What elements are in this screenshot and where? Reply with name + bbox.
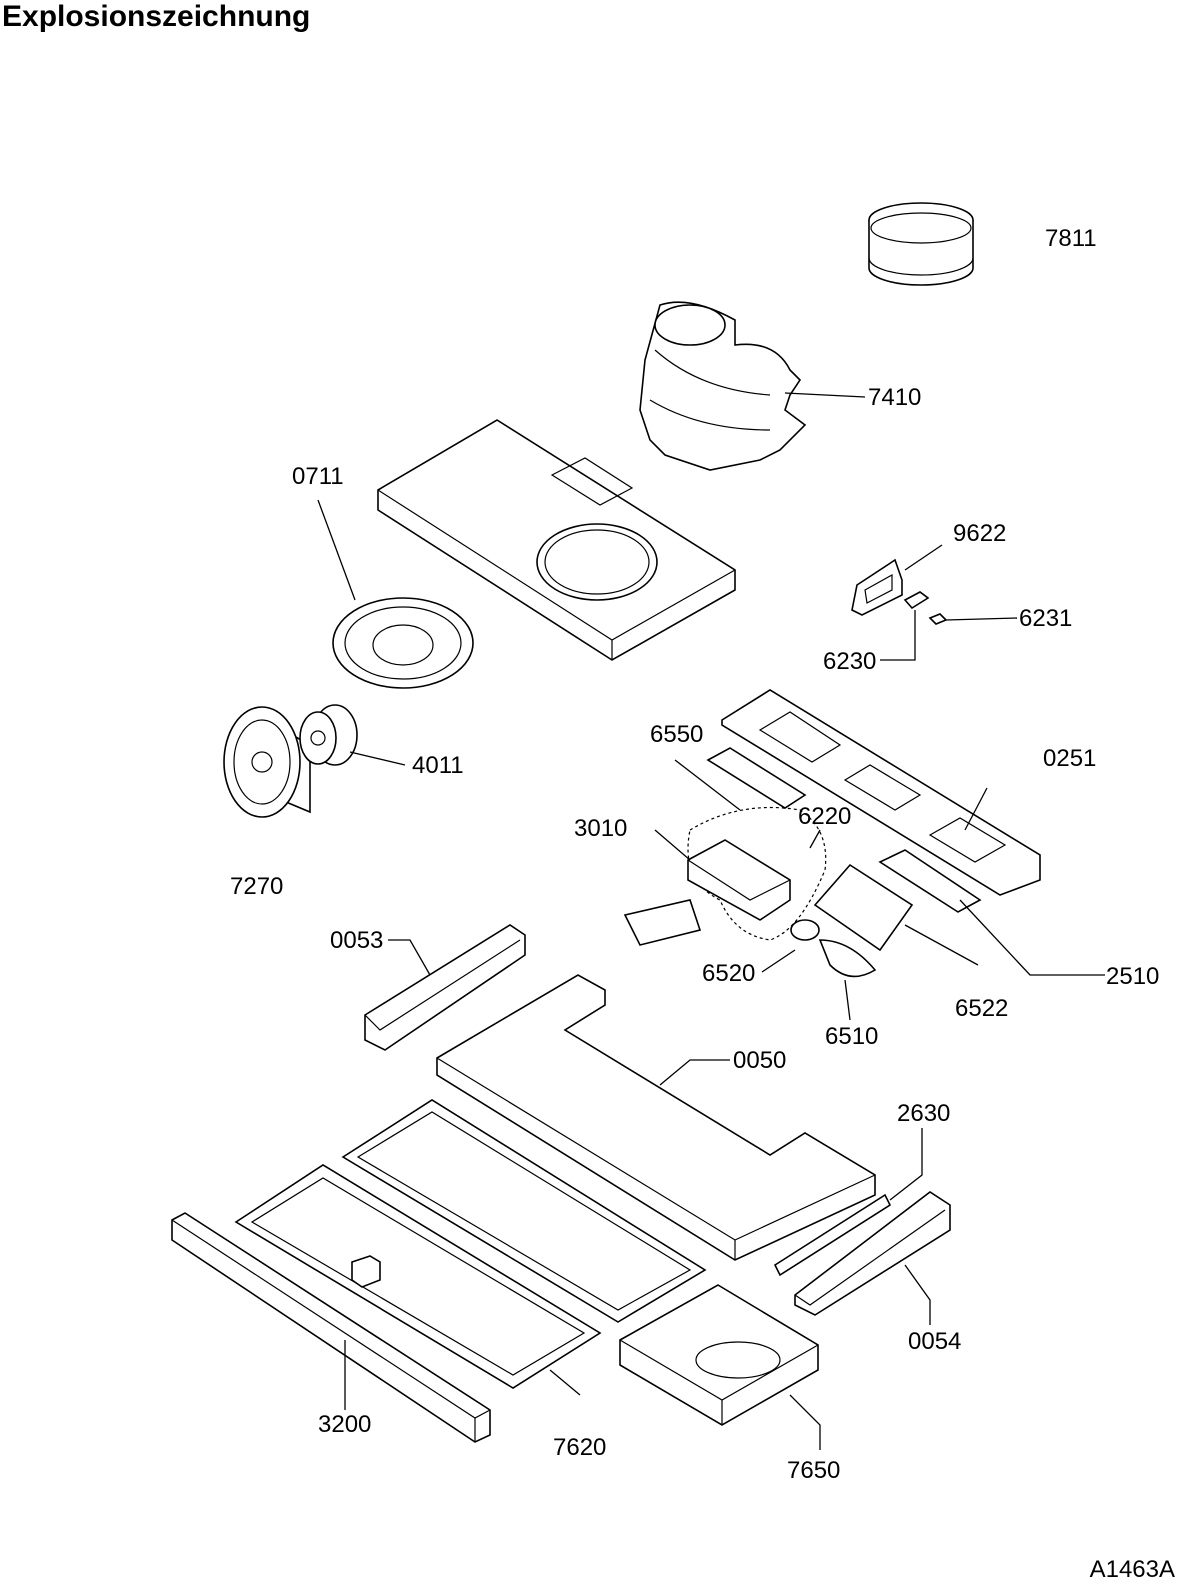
part-6231-clip bbox=[928, 613, 948, 625]
drawing-code: A1463A bbox=[1089, 1556, 1175, 1583]
part-4011-motor bbox=[299, 704, 358, 766]
part-0053-side-channel bbox=[364, 924, 526, 1051]
part-7620-grease-filter-upper bbox=[341, 1099, 707, 1323]
part-2630-slide-rail bbox=[773, 1193, 892, 1277]
part-7811-duct-ring bbox=[868, 202, 974, 286]
label-2630: 2630 bbox=[897, 1100, 950, 1127]
label-0053: 0053 bbox=[330, 927, 383, 954]
label-0711: 0711 bbox=[292, 463, 344, 490]
label-6550: 6550 bbox=[650, 721, 703, 748]
part-2510-light-cover bbox=[878, 849, 982, 913]
label-0251: 0251 bbox=[1043, 745, 1096, 772]
part-3010-switch-housing bbox=[623, 806, 827, 946]
label-3010: 3010 bbox=[574, 815, 627, 842]
leader-lines bbox=[317, 392, 1105, 1450]
label-7410: 7410 bbox=[868, 384, 921, 411]
part-6520-lamp-socket bbox=[790, 919, 820, 941]
part-9622-bracket bbox=[851, 558, 903, 616]
part-7650-filter-tray bbox=[619, 1284, 819, 1426]
label-2510: 2510 bbox=[1106, 963, 1159, 990]
label-7811: 7811 bbox=[1045, 225, 1097, 252]
label-6510: 6510 bbox=[825, 1023, 878, 1050]
label-6520: 6520 bbox=[702, 960, 755, 987]
part-6550-light-cover bbox=[706, 747, 807, 809]
page-title: Explosionszeichnung bbox=[2, 0, 311, 33]
part-0050-main-body bbox=[436, 974, 876, 1261]
label-3200: 3200 bbox=[318, 1411, 371, 1438]
label-4011: 4011 bbox=[412, 752, 464, 779]
part-6522-shade bbox=[813, 863, 914, 952]
label-0050: 0050 bbox=[733, 1047, 786, 1074]
part-0251-rail-frame bbox=[721, 689, 1041, 896]
label-7620: 7620 bbox=[553, 1434, 606, 1461]
part-6510-bulb bbox=[818, 939, 877, 978]
part-0054-side-channel bbox=[794, 1191, 951, 1316]
part-3200-front-trim bbox=[171, 1212, 491, 1443]
label-9622: 9622 bbox=[953, 520, 1006, 547]
label-6522: 6522 bbox=[955, 995, 1008, 1022]
label-7650: 7650 bbox=[787, 1457, 840, 1484]
label-6231: 6231 bbox=[1019, 605, 1072, 632]
part-7410-blower-housing bbox=[639, 301, 807, 471]
label-6220: 6220 bbox=[798, 803, 851, 830]
part-0711-flange-ring bbox=[332, 597, 474, 689]
label-7270: 7270 bbox=[230, 873, 283, 900]
label-0054: 0054 bbox=[908, 1328, 961, 1355]
label-6230: 6230 bbox=[823, 648, 876, 675]
part-hood-top-plate bbox=[377, 419, 736, 661]
part-7620-grease-filter-lower bbox=[234, 1164, 602, 1389]
part-6230-switch bbox=[903, 591, 930, 610]
part-7270-fan-wheel bbox=[223, 706, 311, 818]
